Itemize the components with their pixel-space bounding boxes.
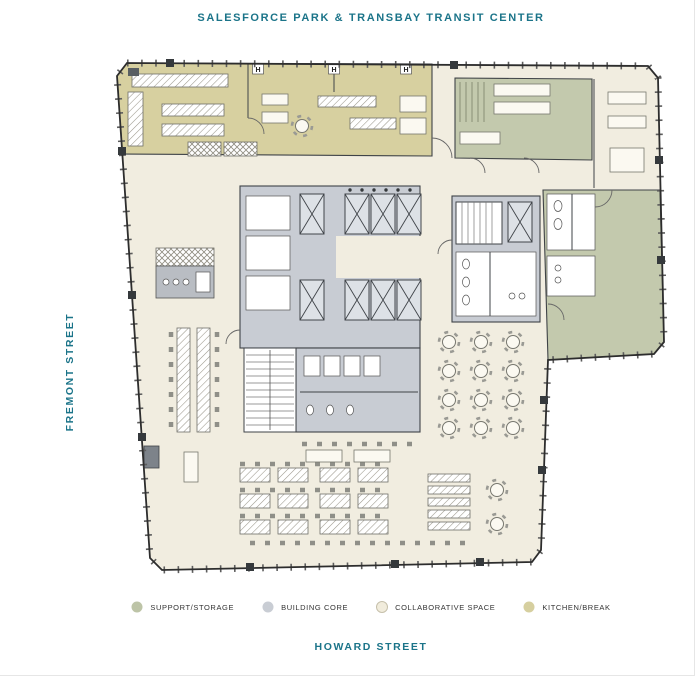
legend-swatch-support-storage [131, 601, 143, 613]
legend-swatch-building-core [262, 601, 274, 613]
legend-item-collaborative-space: COLLABORATIVE SPACE [376, 601, 495, 613]
stairs-right [455, 201, 503, 245]
stairs-central [243, 347, 297, 433]
building-core-right [437, 195, 541, 323]
page-title: SALESFORCE PARK & TRANSBAY TRANSIT CENTE… [197, 12, 545, 24]
workstations-left [168, 327, 220, 483]
h-marker: H [255, 67, 260, 74]
legend-item-building-core: BUILDING CORE [262, 601, 348, 613]
building-core-central [225, 185, 424, 349]
legend-label-building-core: BUILDING CORE [281, 602, 349, 612]
legend-item-kitchen-break: KITCHEN/BREAK [523, 601, 610, 613]
street-label-howard: HOWARD STREET [314, 641, 428, 653]
legend-item-support-storage: SUPPORT/STORAGE [131, 601, 234, 613]
kitchen-break-area: H H H [116, 62, 433, 157]
shaft [143, 445, 160, 469]
legend-label-support-storage: SUPPORT/STORAGE [150, 602, 235, 612]
structural-columns [118, 59, 665, 571]
legend-swatch-kitchen-break [523, 601, 535, 613]
h-marker: H [331, 67, 336, 74]
perimeter [113, 59, 668, 574]
legend-swatch-collaborative-space [376, 601, 389, 613]
legend-label-kitchen-break: KITCHEN/BREAK [542, 602, 611, 612]
workstations-bottom [239, 441, 470, 546]
support-storage-area-upper [454, 77, 593, 174]
legend: SUPPORT/STORAGE BUILDING CORE COLLABORAT… [0, 601, 694, 613]
h-marker: H [403, 67, 408, 74]
support-storage-area-right [542, 189, 665, 361]
building-core-lower [243, 347, 421, 433]
upper-right-rooms [431, 79, 647, 188]
bleacher-seating [427, 473, 509, 536]
legend-label-collaborative-space: COLLABORATIVE SPACE [395, 602, 496, 612]
pantry-unit-left [155, 247, 215, 299]
